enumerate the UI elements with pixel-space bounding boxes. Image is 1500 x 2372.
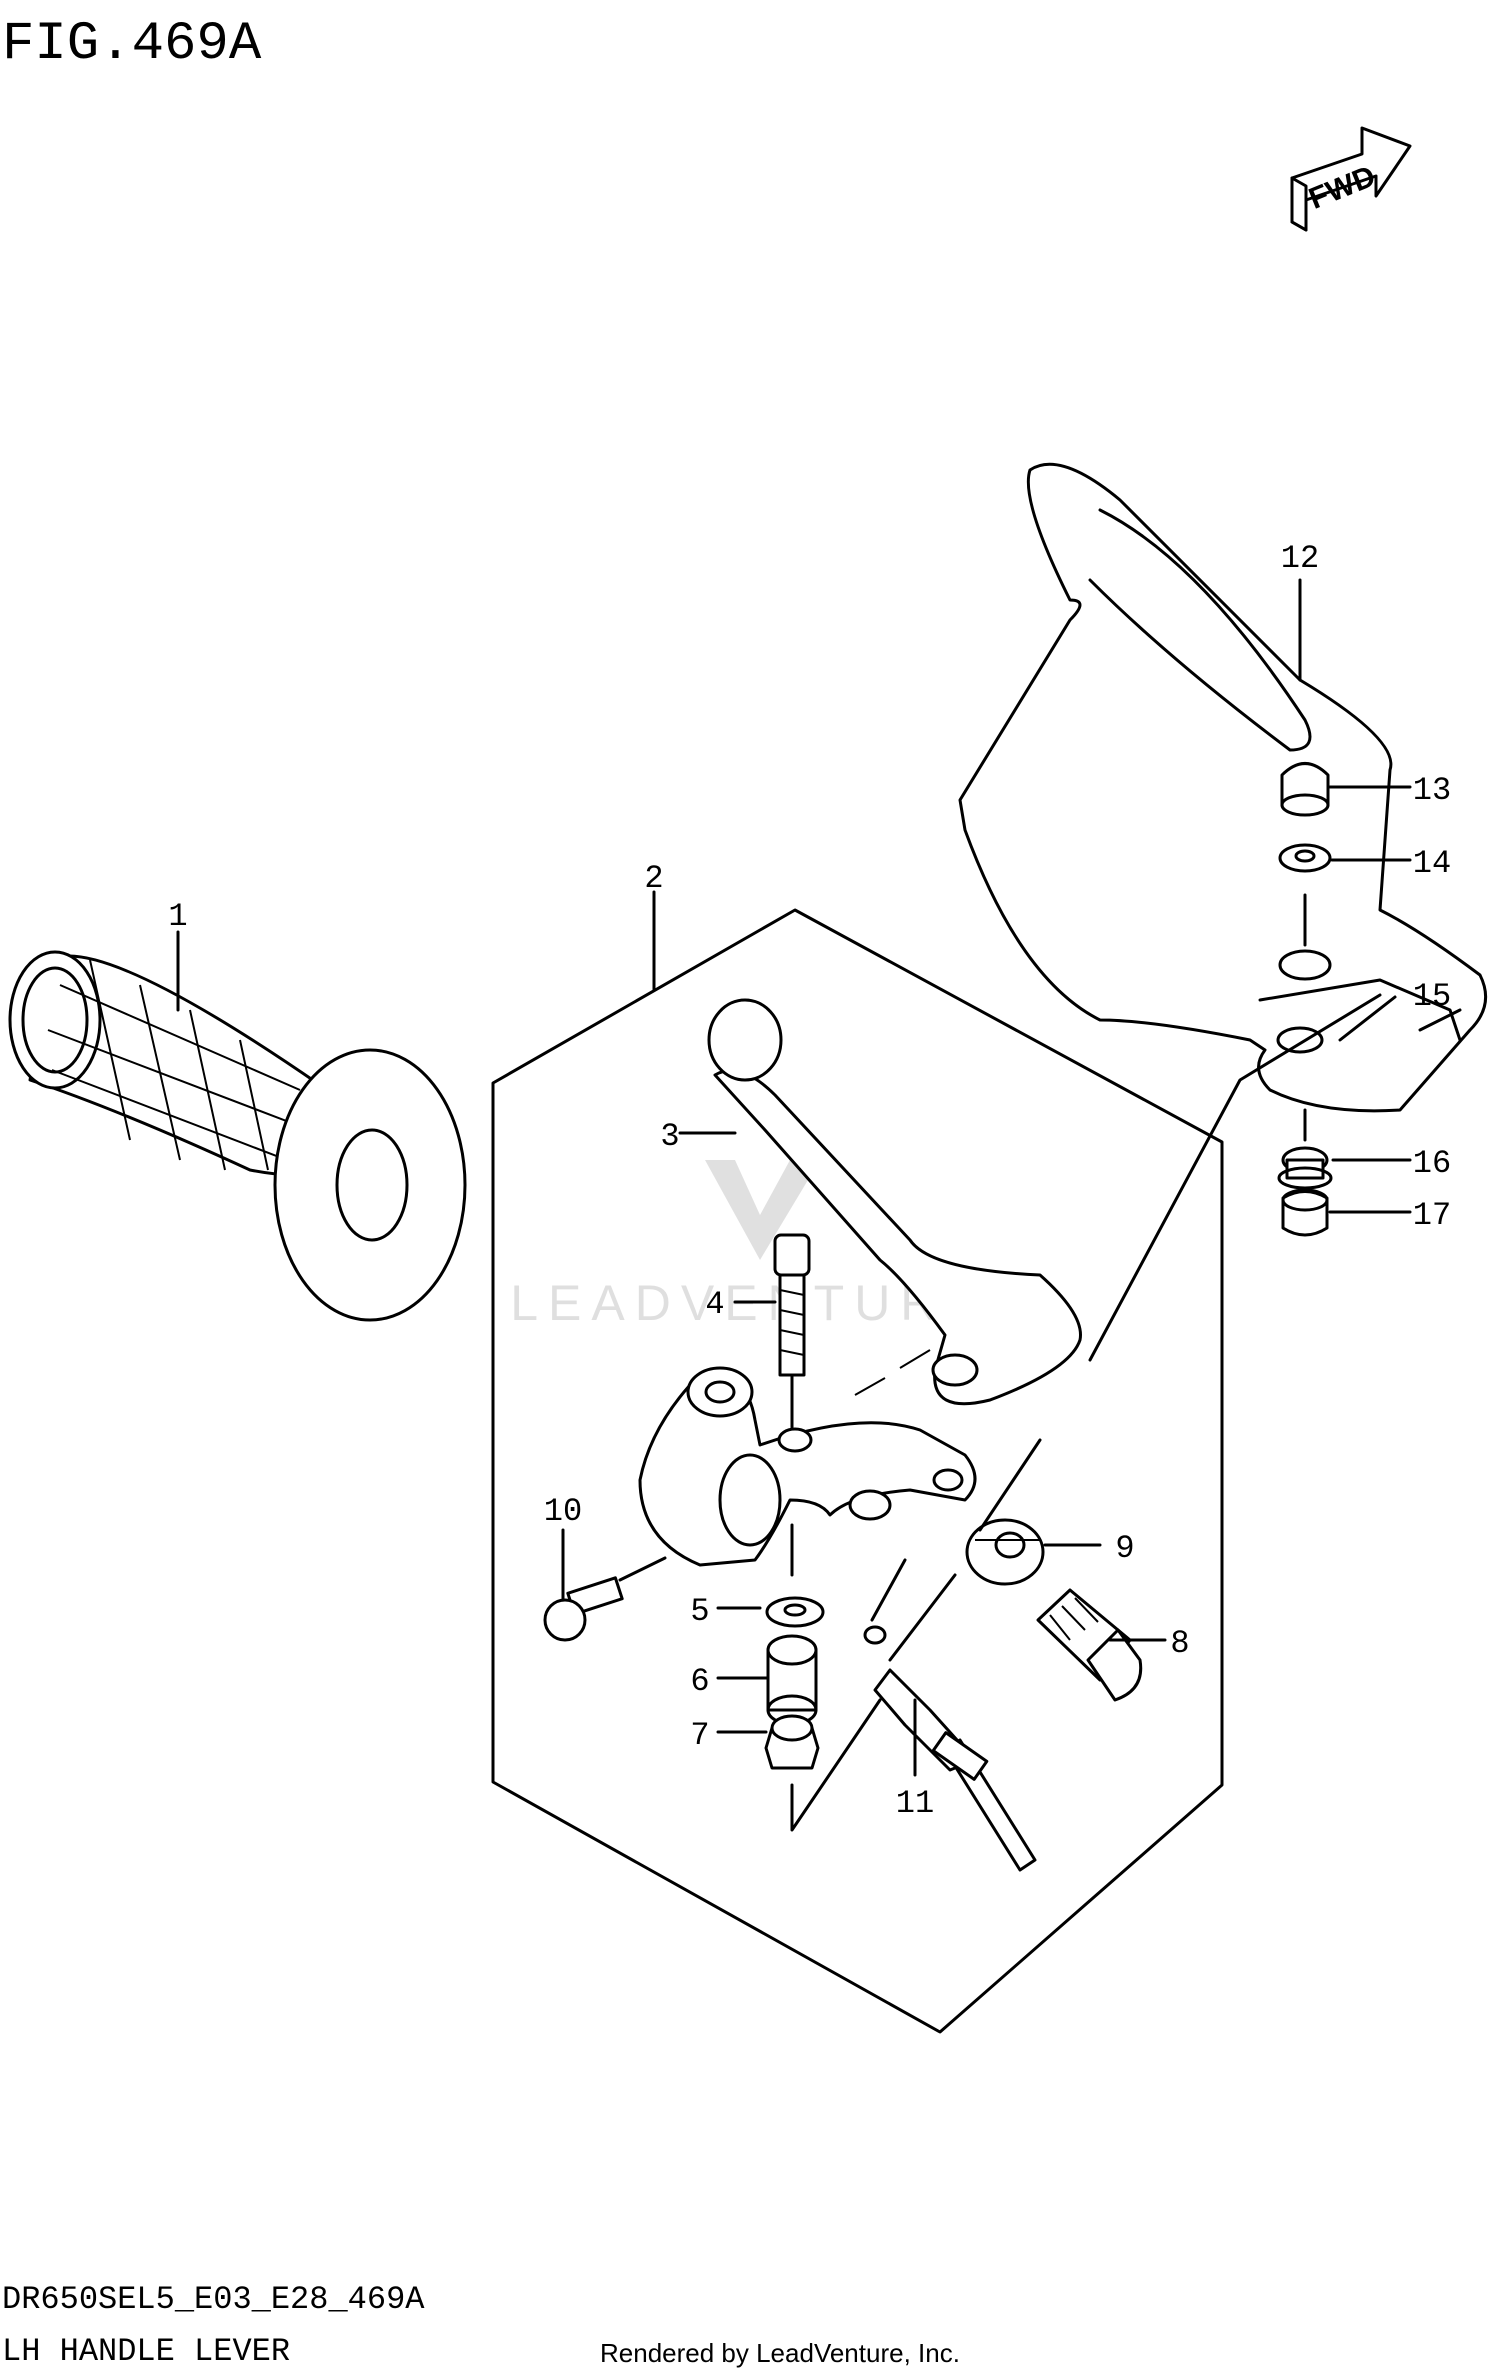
callout-11: 11 [896,1785,934,1822]
callout-14: 14 [1413,845,1451,882]
callout-9: 9 [1115,1530,1134,1567]
cable-adjuster-part [1036,1588,1143,1702]
callout-10: 10 [544,1493,582,1530]
bushing-part [766,1634,818,1726]
callout-3: 3 [660,1118,679,1155]
figure-code: DR650SEL5_E03_E28_469A [2,2281,425,2318]
callout-16: 16 [1413,1145,1451,1182]
lever-bracket-part [638,1366,977,1567]
callout-12: 12 [1281,540,1319,577]
lock-nut-part [965,1518,1045,1586]
clutch-lever-part [707,998,1082,1406]
callout-7: 7 [690,1717,709,1754]
callout-13: 13 [1413,772,1451,809]
callout-5: 5 [690,1593,709,1630]
nut-part [764,1714,820,1770]
flange-nut-part [1277,1146,1333,1190]
callout-4: 4 [705,1286,724,1323]
callout-2: 2 [644,860,663,897]
washer-part [765,1596,825,1628]
fwd-arrow-icon: FWD [1290,126,1412,232]
clutch-cable-part [863,1625,1037,1872]
alignment-line [978,993,1382,1532]
figure-title: FIG.469A [2,14,262,75]
callout-8: 8 [1170,1625,1189,1662]
lock-nut-guard-part [1281,1188,1329,1237]
acorn-nut-part [1280,762,1330,817]
clamp-screw-part [543,1576,624,1642]
figure-name: LH HANDLE LEVER [2,2333,290,2370]
watermark: LEADVENTURE [510,1160,980,1331]
callout-17: 17 [1413,1197,1451,1234]
handguard-part [958,462,1488,1113]
pivot-bolt-part [773,1233,811,1377]
callout-1: 1 [168,898,187,935]
guard-washer-part [1278,843,1332,873]
render-credit: Rendered by LeadVenture, Inc. [600,2338,960,2368]
lever-kit-boundary [491,908,1224,2034]
callout-15: 15 [1413,978,1451,1015]
callout-labels: 1 2 3 4 5 6 7 8 9 10 11 12 13 14 15 16 1… [168,540,1451,1822]
callout-6: 6 [690,1663,709,1700]
grip-part [8,950,467,1322]
